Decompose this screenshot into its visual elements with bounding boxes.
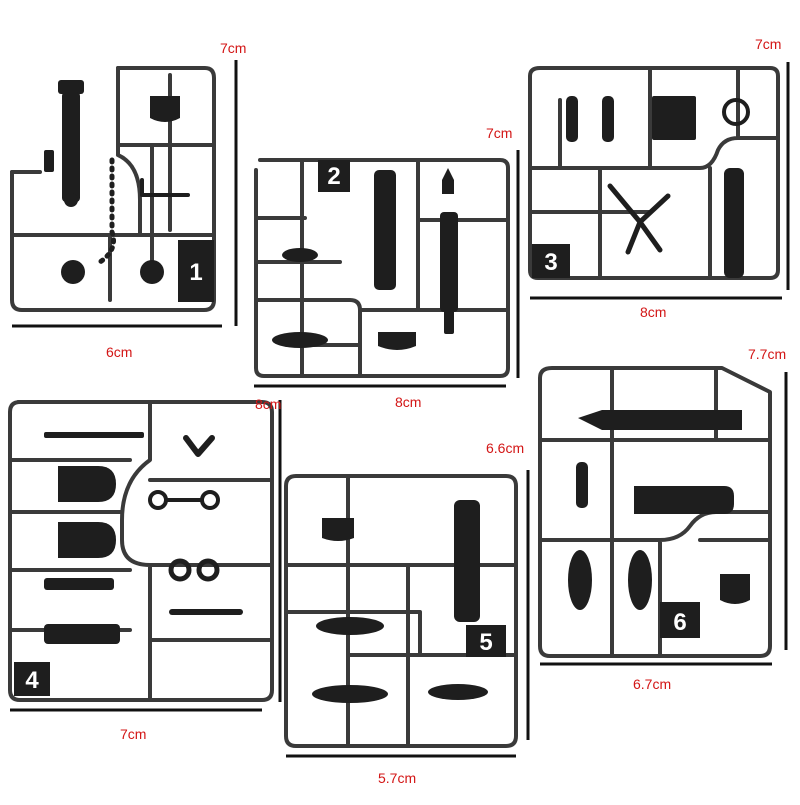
sprue-6-height-label: 7.7cm bbox=[748, 346, 787, 362]
rocket-icon bbox=[312, 500, 488, 703]
sprue-3-tile bbox=[532, 244, 570, 278]
rocket-icon bbox=[440, 168, 458, 334]
scope-icon bbox=[566, 96, 744, 278]
sprue-1-frame bbox=[10, 66, 216, 312]
sprue-4-tile bbox=[14, 662, 50, 696]
pouch-icon bbox=[720, 574, 750, 604]
sprue-1-height-label: 7cm bbox=[220, 40, 247, 56]
sprue-2-frame bbox=[254, 158, 510, 378]
chain-icon bbox=[97, 157, 116, 265]
sprue-4-frame bbox=[8, 400, 274, 702]
sprue-5-tile bbox=[466, 625, 506, 657]
sprue-4-number: 4 bbox=[25, 667, 39, 694]
sprue-2-height-label: 7cm bbox=[486, 125, 513, 141]
pouch-icon bbox=[322, 518, 354, 541]
tripod-icon bbox=[607, 183, 671, 255]
sprue-1-tile bbox=[178, 240, 214, 302]
pouch-icon bbox=[150, 96, 180, 122]
grenade-icon bbox=[61, 260, 164, 284]
sprue-3-height-label: 7cm bbox=[755, 36, 782, 52]
sprue-5-frame bbox=[284, 474, 518, 748]
holster-icon bbox=[58, 466, 116, 558]
sprue-6-frame bbox=[538, 366, 772, 658]
sprue-5-number: 5 bbox=[479, 629, 492, 656]
sprue-6-number: 6 bbox=[673, 609, 686, 636]
handcuffs-icon bbox=[148, 490, 220, 510]
sprue-1-number: 1 bbox=[189, 259, 202, 286]
sprue-2-runners bbox=[254, 158, 510, 378]
sprue-5 bbox=[284, 474, 518, 748]
sprue-3-width-label: 8cm bbox=[640, 304, 667, 320]
sprue-1-width-label: 6cm bbox=[106, 344, 133, 360]
sprue-3-number: 3 bbox=[544, 249, 557, 276]
magazine-icon bbox=[374, 170, 396, 290]
sprue-5-height-label: 6.6cm bbox=[486, 440, 525, 456]
sprue-2 bbox=[254, 158, 510, 378]
sprue-2-tile bbox=[318, 160, 350, 192]
sprue-1 bbox=[10, 66, 216, 312]
barrel-icon bbox=[140, 178, 190, 197]
sprue-2-width-label: 8cm bbox=[395, 394, 422, 410]
sprue-3-runners bbox=[528, 66, 780, 280]
rocket-icon bbox=[568, 410, 742, 610]
sprue-2-number: 2 bbox=[327, 163, 340, 190]
sprue-4-width-label: 7cm bbox=[120, 726, 147, 742]
sprue-5-width-label: 5.7cm bbox=[378, 770, 417, 786]
sprue-3-frame bbox=[528, 66, 780, 280]
gun-part-icon bbox=[44, 432, 144, 644]
pouch-icon bbox=[183, 435, 215, 457]
gun-part-icon bbox=[44, 80, 84, 207]
sprue-5-runners bbox=[284, 474, 518, 748]
sprue-3 bbox=[528, 66, 780, 280]
sprue-6-tile bbox=[660, 602, 700, 638]
ring-icon bbox=[722, 98, 750, 126]
grenade-icon bbox=[272, 248, 416, 350]
sprue-4-height-label: 8cm bbox=[255, 396, 282, 412]
sprue-6-runners bbox=[538, 366, 772, 658]
sprue-4-runners bbox=[8, 400, 274, 702]
sprue-6 bbox=[538, 366, 772, 658]
sprue-6-width-label: 6.7cm bbox=[633, 676, 672, 692]
binoculars-icon bbox=[168, 558, 220, 582]
sprue-4 bbox=[8, 400, 274, 702]
